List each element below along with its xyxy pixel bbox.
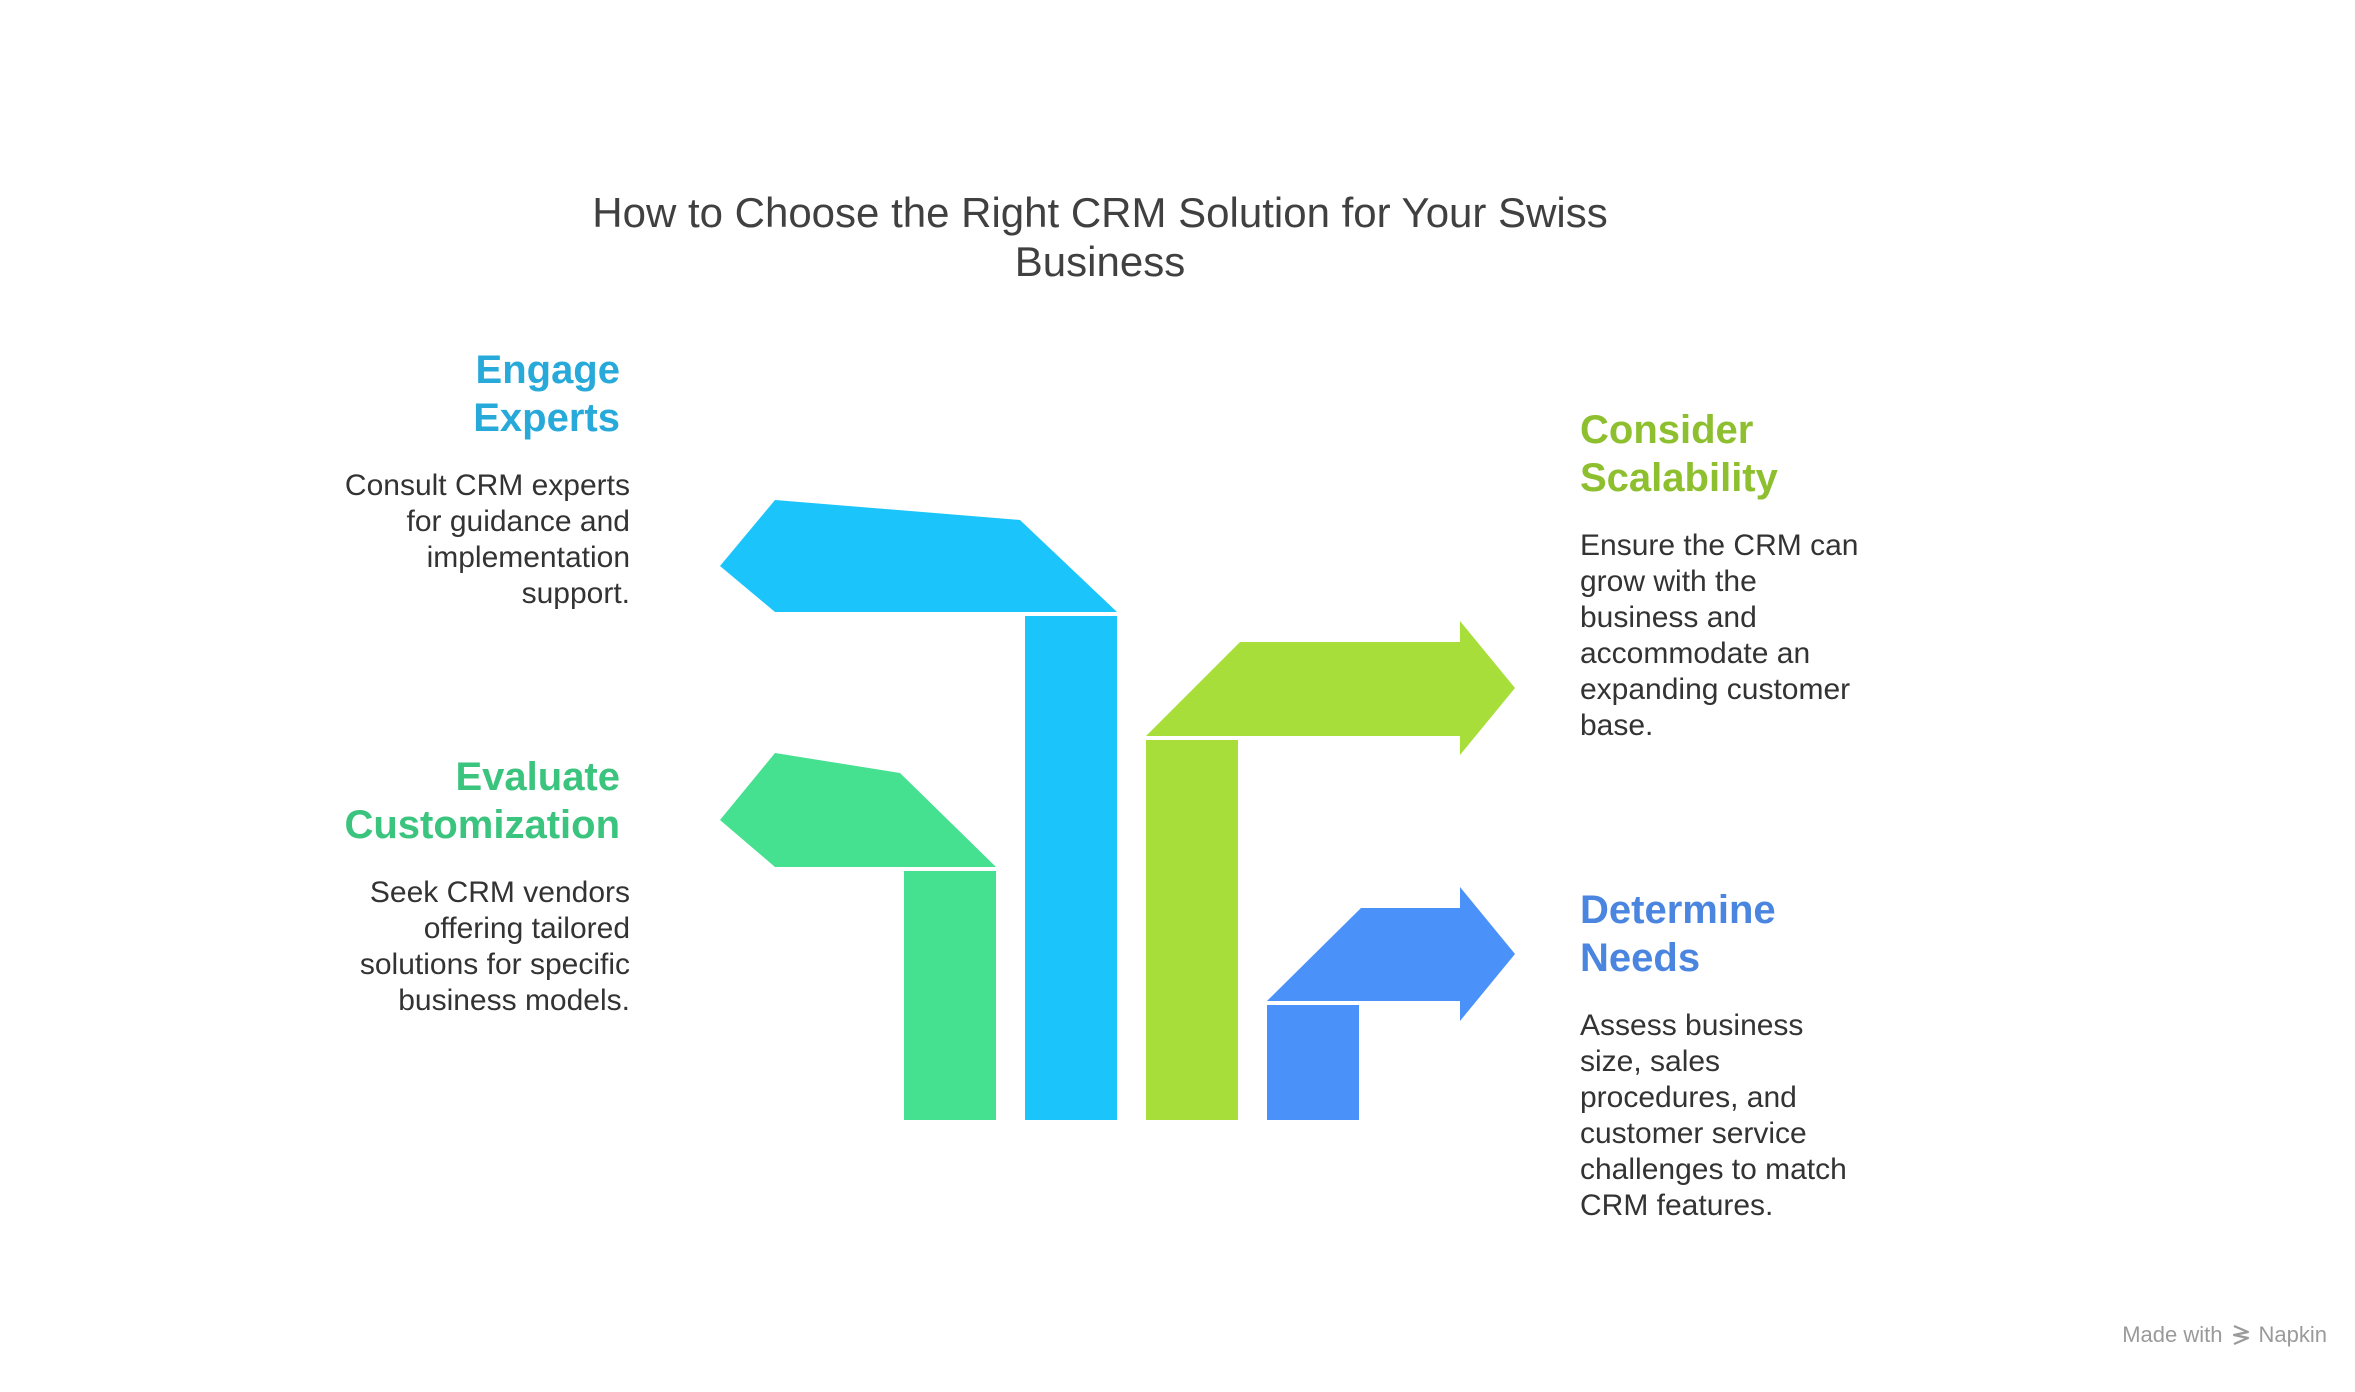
title-line: Customization [344, 803, 620, 847]
title-text: How to Choose the Right CRM Solution for… [592, 189, 1608, 285]
evaluate-arrow [720, 753, 996, 1120]
desc-line: challenges to match [1580, 1153, 1847, 1186]
desc-line: procedures, and [1580, 1081, 1797, 1114]
engage-bar [1025, 616, 1117, 1120]
desc-line: business and [1580, 601, 1757, 634]
needs-bar [1267, 1005, 1359, 1120]
engage-arrow [720, 500, 1117, 1120]
needs-arrow-head [1267, 887, 1515, 1021]
desc-line: business models. [398, 984, 630, 1017]
desc-line: implementation [426, 541, 630, 574]
watermark-brand: Napkin [2258, 1322, 2327, 1347]
desc-line: for guidance and [406, 505, 630, 538]
determine-needs-description: Assess business size, sales procedures, … [1580, 1008, 1880, 1224]
desc-line: CRM features. [1580, 1189, 1774, 1222]
engage-experts-title: Engage Experts [300, 346, 620, 442]
scalability-bar [1146, 740, 1238, 1120]
title-line: Needs [1580, 936, 1701, 980]
desc-line: Consult CRM experts [344, 469, 630, 502]
scalability-arrow [1146, 621, 1515, 1120]
evaluate-customization-title: Evaluate Customization [300, 753, 620, 849]
desc-line: accommodate an [1580, 637, 1811, 670]
title-line: Evaluate [455, 755, 620, 799]
made-with-napkin-watermark[interactable]: Made with Napkin [2122, 1322, 2327, 1348]
engage-experts-description: Consult CRM experts for guidance and imp… [300, 468, 630, 612]
title-line: Consider [1580, 408, 1754, 452]
desc-line: Assess business [1580, 1009, 1804, 1042]
consider-scalability-title: Consider Scalability [1580, 406, 1960, 502]
evaluate-arrow-head [720, 753, 996, 867]
desc-line: support. [521, 577, 630, 610]
napkin-logo-icon [2232, 1324, 2249, 1346]
needs-arrow [1267, 887, 1515, 1120]
desc-line: Ensure the CRM can [1580, 529, 1859, 562]
title-line: Scalability [1580, 456, 1778, 500]
desc-line: Seek CRM vendors [369, 876, 630, 909]
desc-line: offering tailored [423, 912, 630, 945]
consider-scalability-description: Ensure the CRM can grow with the busines… [1580, 528, 1880, 744]
title-line: Experts [473, 396, 620, 440]
desc-line: base. [1580, 709, 1654, 742]
evaluate-bar [904, 871, 996, 1120]
title-line: Determine [1580, 888, 1776, 932]
desc-line: solutions for specific [359, 948, 630, 981]
diagram-title: How to Choose the Right CRM Solution for… [560, 188, 1640, 286]
engage-arrow-head [720, 500, 1117, 612]
title-line: Engage [475, 348, 620, 392]
evaluate-customization-description: Seek CRM vendors offering tailored solut… [300, 875, 630, 1019]
desc-line: customer service [1580, 1117, 1807, 1150]
scalability-arrow-head [1146, 621, 1515, 755]
desc-line: size, sales [1580, 1045, 1721, 1078]
desc-line: grow with the [1580, 565, 1757, 598]
watermark-prefix: Made with [2122, 1322, 2223, 1347]
determine-needs-title: Determine Needs [1580, 886, 1960, 982]
desc-line: expanding customer [1580, 673, 1851, 706]
